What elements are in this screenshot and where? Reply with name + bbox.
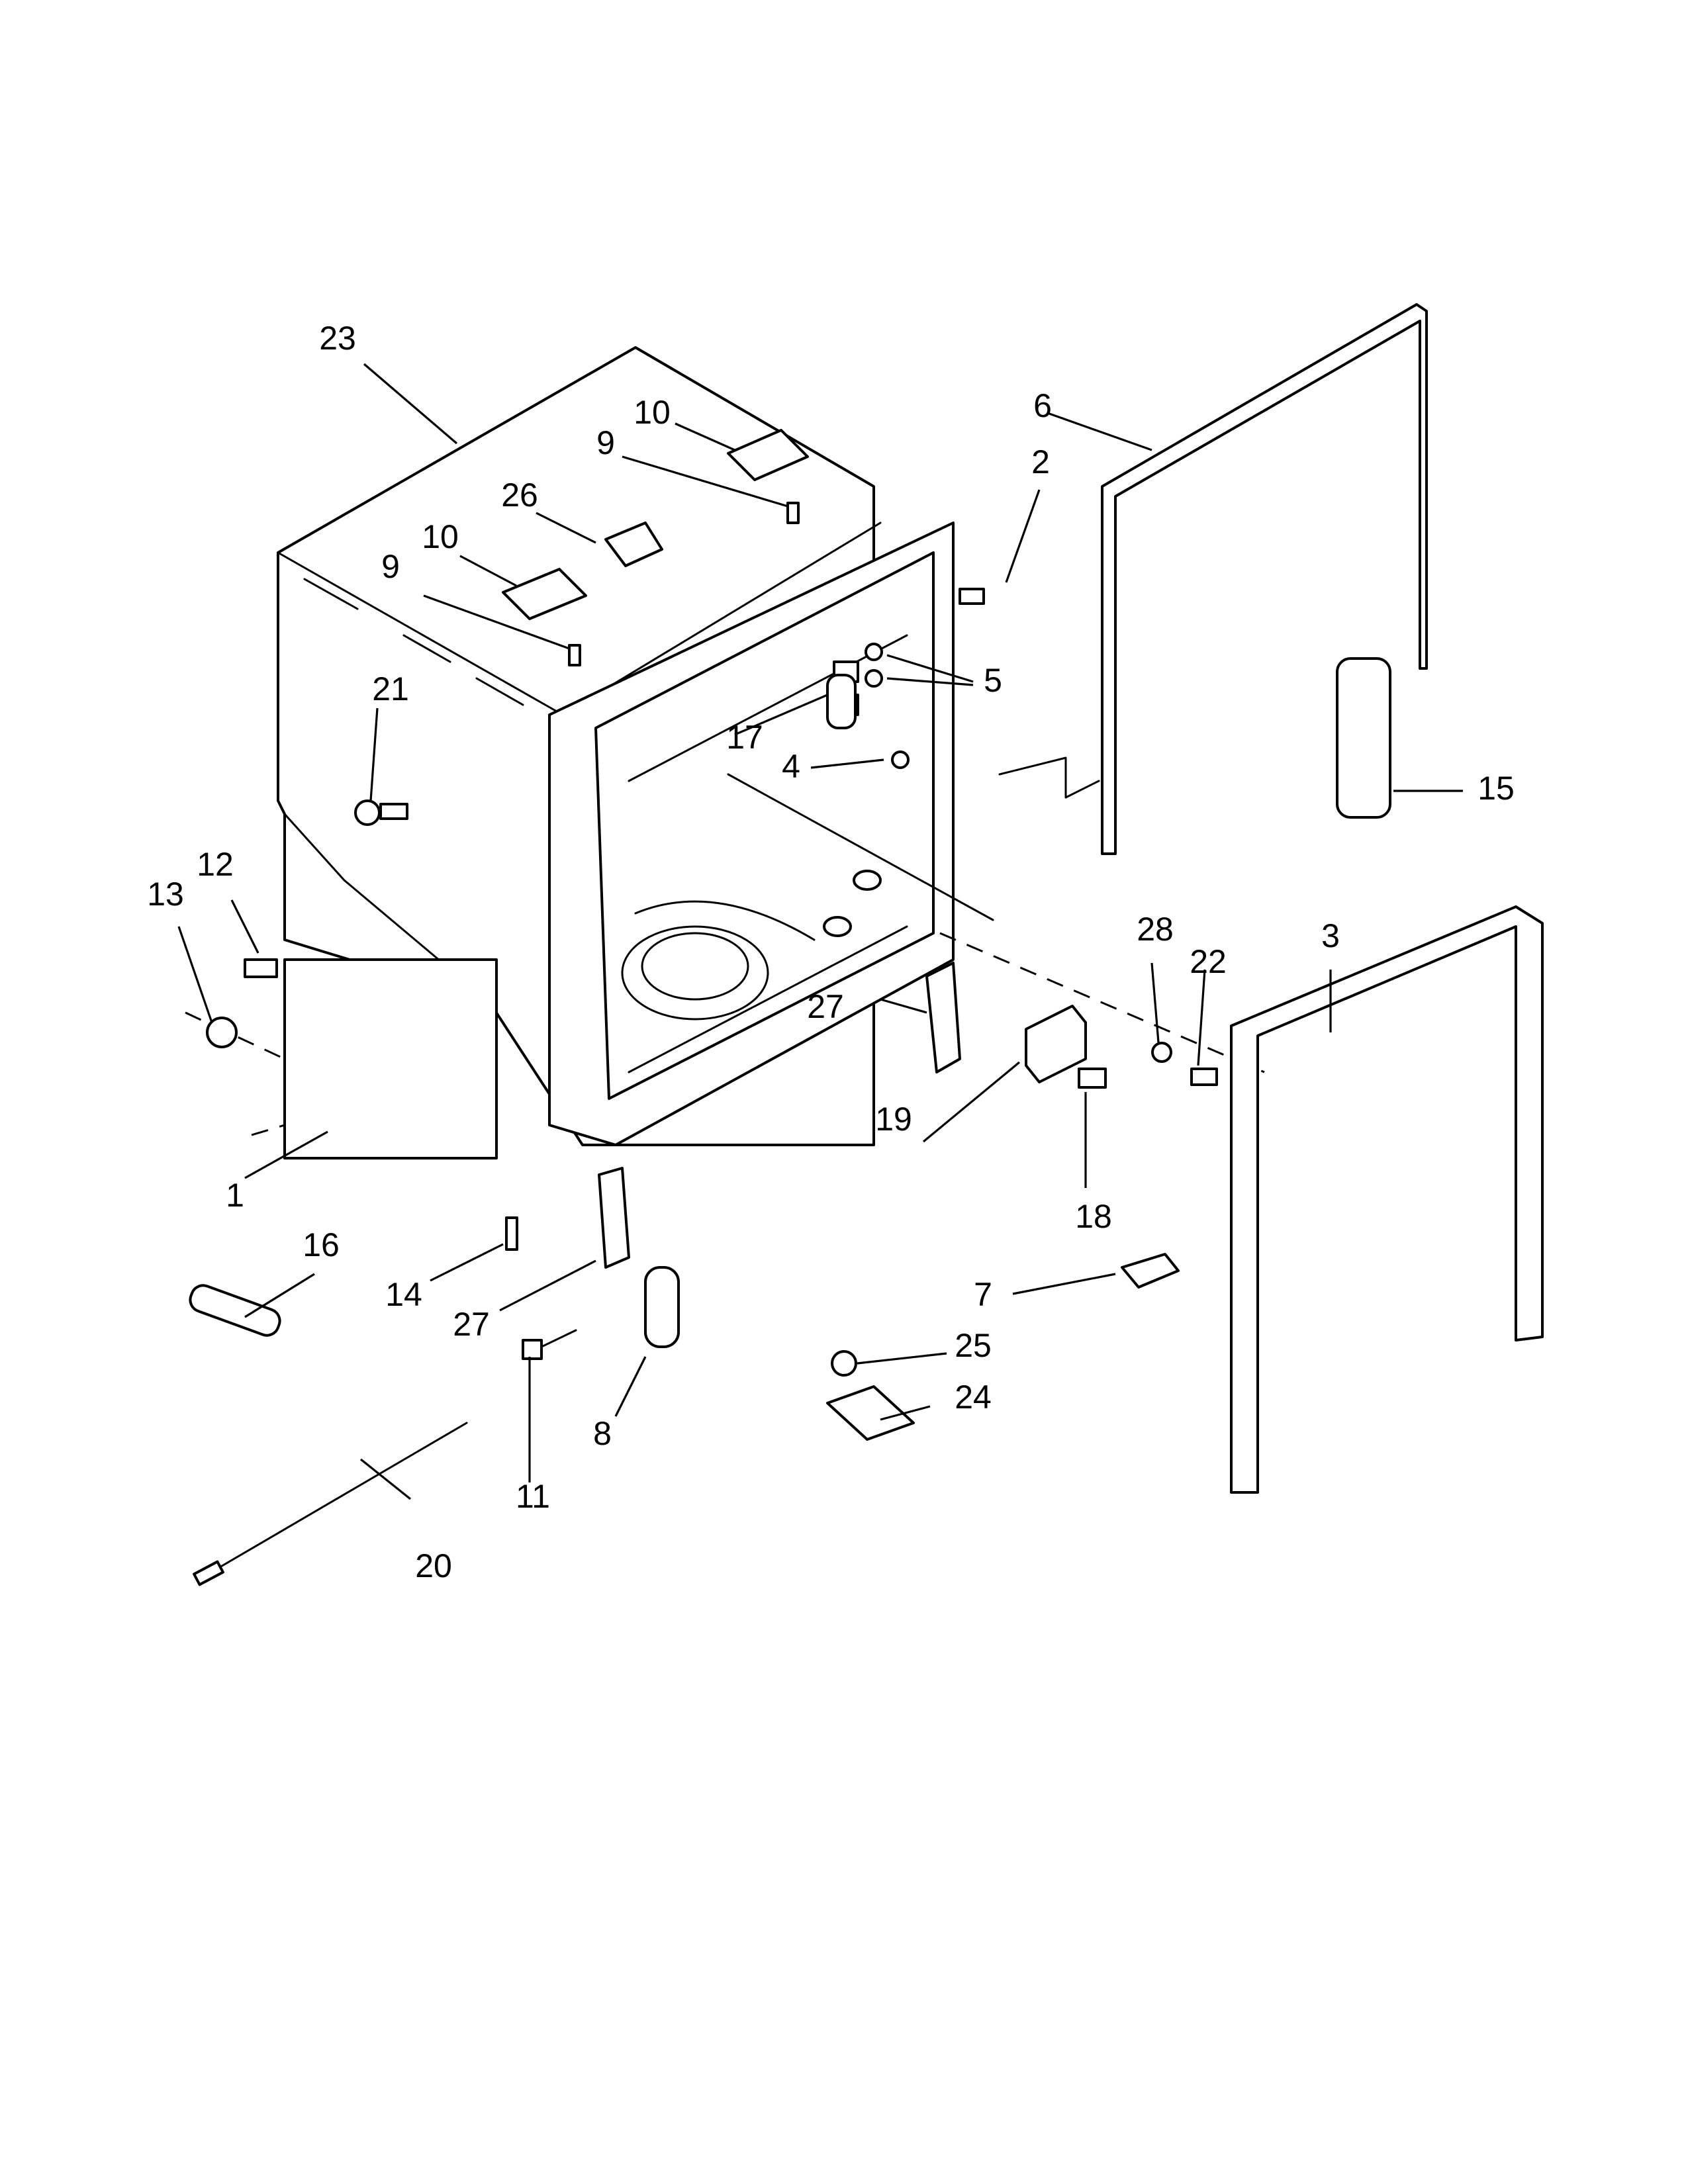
- callout-27-right: 27: [807, 988, 844, 1025]
- screw-left: [568, 644, 581, 666]
- thermostat: [831, 1350, 857, 1377]
- screw-right: [786, 502, 800, 524]
- callout-8: 8: [593, 1415, 612, 1452]
- callout-9-left: 9: [381, 548, 400, 585]
- callout-11: 11: [516, 1478, 550, 1515]
- callout-7: 7: [974, 1276, 992, 1313]
- screw-small: [1190, 1068, 1218, 1086]
- tub-base-frame: [283, 958, 498, 1160]
- bolt: [522, 1339, 543, 1360]
- fastener: [354, 799, 381, 826]
- callout-16: 16: [303, 1226, 340, 1263]
- callout-23: 23: [319, 320, 356, 357]
- right-parts: [826, 303, 1544, 1494]
- screw: [959, 588, 985, 605]
- clip-top: [604, 522, 663, 567]
- callout-6: 6: [1033, 387, 1052, 424]
- mounting-bracket-right: [727, 429, 809, 481]
- callout-15: 15: [1477, 770, 1515, 807]
- callout-25: 25: [955, 1327, 992, 1364]
- washers: [865, 643, 883, 661]
- callout-14: 14: [385, 1276, 422, 1313]
- callout-27-left: 27: [453, 1306, 490, 1343]
- callout-24: 24: [955, 1379, 992, 1416]
- clip: [1121, 1253, 1180, 1289]
- roller: [826, 674, 857, 729]
- callout-2: 2: [1031, 443, 1050, 480]
- cable: [211, 1422, 468, 1573]
- bracket-thermostat: [826, 1385, 915, 1441]
- callout-10-right: 10: [633, 394, 671, 431]
- callout-26: 26: [501, 477, 538, 514]
- callout-9-right: 9: [596, 424, 615, 461]
- nut: [1151, 1042, 1172, 1063]
- spring: [189, 1284, 281, 1337]
- top-hardware: [354, 429, 985, 826]
- hinge-left: [598, 1167, 630, 1269]
- callout-21: 21: [372, 670, 409, 707]
- callout-19: 19: [875, 1101, 912, 1138]
- mounting-bracket-left: [502, 568, 587, 620]
- left-parts: [189, 674, 857, 1586]
- tube: [1336, 657, 1391, 819]
- bracket: [1025, 1005, 1087, 1083]
- plug: [891, 751, 910, 769]
- callout-5: 5: [984, 662, 1002, 699]
- callout-13: 13: [147, 876, 184, 913]
- door-gasket-u: [1230, 905, 1544, 1494]
- callout-10-left: 10: [422, 518, 459, 555]
- roller-bracket: [644, 1266, 680, 1348]
- callout-labels: 1 2 3 4 5 6 7 8 9 9 10 10 11 12 13 14 15…: [147, 320, 1515, 1584]
- callout-22: 22: [1190, 943, 1227, 980]
- leveling-leg: [505, 1216, 518, 1251]
- callout-1: 1: [226, 1177, 244, 1214]
- callout-18: 18: [1075, 1198, 1112, 1235]
- callout-4: 4: [782, 748, 800, 785]
- leader-lines: [177, 363, 1463, 1500]
- screw-bracket: [1078, 1068, 1107, 1089]
- hinge-right: [925, 962, 961, 1073]
- screw-side: [244, 958, 278, 978]
- callout-28: 28: [1137, 911, 1174, 948]
- callout-20: 20: [415, 1547, 452, 1584]
- callout-3: 3: [1321, 917, 1340, 954]
- callout-17: 17: [726, 719, 763, 756]
- grommet: [206, 1017, 238, 1048]
- callout-12: 12: [197, 846, 234, 883]
- tub-gasket: [1101, 303, 1428, 855]
